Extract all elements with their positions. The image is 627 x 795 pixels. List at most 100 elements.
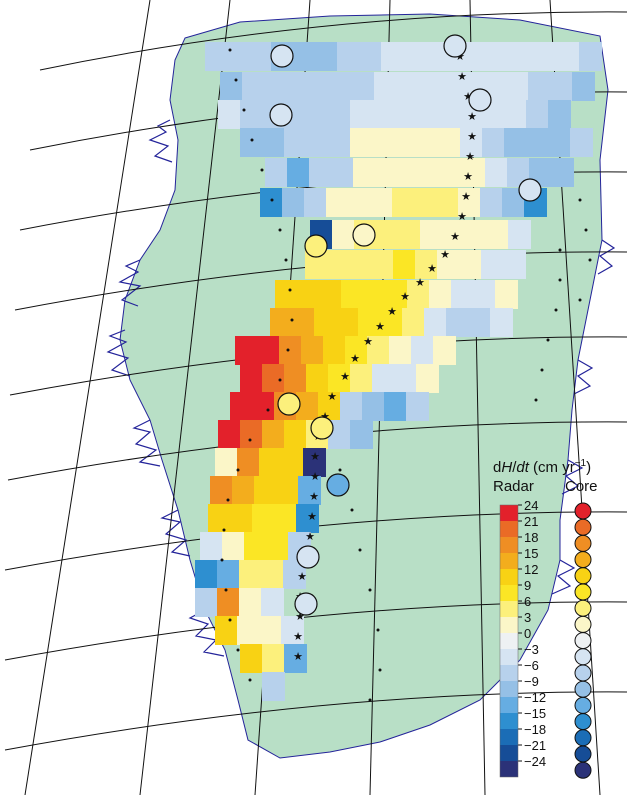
radar-cell	[526, 128, 549, 157]
radar-cell	[232, 476, 255, 505]
legend-core-circle	[574, 551, 592, 569]
track-star: ★	[295, 611, 305, 623]
radar-cell	[259, 616, 282, 645]
track-star: ★	[415, 277, 425, 289]
radar-cell	[240, 644, 263, 673]
core-site	[296, 545, 320, 569]
track-dot	[288, 288, 292, 292]
radar-cell	[326, 188, 349, 217]
track-dot	[358, 548, 362, 552]
radar-cell	[327, 250, 350, 279]
legend-swatch	[500, 601, 518, 617]
radar-cell	[266, 532, 289, 561]
radar-cell	[306, 128, 329, 157]
radar-cell	[579, 42, 602, 71]
track-dot	[222, 528, 226, 532]
radar-cell	[217, 560, 240, 589]
radar-cell	[301, 336, 324, 365]
track-dot	[228, 618, 232, 622]
radar-cell	[230, 504, 253, 533]
legend-tick-label: 0	[524, 626, 532, 641]
radar-cell	[315, 42, 338, 71]
radar-cell	[403, 42, 426, 71]
radar-cell	[350, 100, 373, 129]
track-dot	[248, 678, 252, 682]
legend-core-circle	[574, 680, 592, 698]
radar-cell	[237, 448, 260, 477]
radar-cell	[550, 72, 573, 101]
radar-cell	[480, 188, 503, 217]
radar-cell	[381, 42, 404, 71]
radar-cell	[459, 250, 482, 279]
radar-cells	[195, 42, 602, 701]
legend-tick-label: 15	[524, 546, 539, 561]
track-star: ★	[293, 651, 303, 663]
legend-swatch	[500, 569, 518, 585]
track-dot	[546, 338, 550, 342]
radar-cell	[283, 560, 306, 589]
radar-cell	[486, 220, 509, 249]
legend-swatch	[500, 761, 518, 777]
core-site	[352, 223, 376, 247]
track-dot	[248, 438, 252, 442]
radar-cell	[481, 250, 504, 279]
radar-cell	[227, 42, 250, 71]
radar-cell	[468, 308, 491, 337]
legend-radar-label: Radar	[493, 478, 534, 495]
track-dot	[236, 648, 240, 652]
legend-core-circle	[574, 664, 592, 682]
radar-cell	[252, 504, 275, 533]
radar-cell	[281, 448, 304, 477]
track-dot	[234, 78, 238, 82]
track-dot	[286, 348, 290, 352]
radar-cell	[406, 392, 429, 421]
radar-cell	[485, 158, 508, 187]
core-site	[304, 234, 328, 258]
track-dot	[540, 368, 544, 372]
legend-tick-label: −18	[524, 722, 547, 737]
radar-cell	[328, 128, 351, 157]
radar-cell	[504, 100, 527, 129]
radar-cell	[440, 72, 463, 101]
legend-core-circle	[574, 745, 592, 763]
radar-cell	[548, 100, 571, 129]
radar-cell	[436, 188, 459, 217]
track-star: ★	[297, 571, 307, 583]
legend-tick-label: −21	[524, 738, 547, 753]
radar-cell	[367, 336, 390, 365]
radar-cell	[446, 308, 469, 337]
radar-cell	[458, 188, 481, 217]
radar-cell	[396, 72, 419, 101]
radar-cell	[398, 220, 421, 249]
radar-cell	[424, 308, 447, 337]
track-dot	[578, 198, 582, 202]
radar-cell	[275, 280, 298, 309]
legend-tick-label: −3	[524, 642, 539, 657]
legend-tick-label: 3	[524, 610, 532, 625]
core-site	[294, 592, 318, 616]
radar-cell	[240, 364, 263, 393]
legend-core-circle	[574, 518, 592, 536]
core-site	[468, 88, 492, 112]
radar-cell	[239, 588, 262, 617]
radar-cell	[416, 100, 439, 129]
radar-cell	[270, 308, 293, 337]
radar-cell	[416, 128, 439, 157]
track-dot	[350, 508, 354, 512]
legend-swatch	[500, 585, 518, 601]
radar-cell	[394, 128, 417, 157]
radar-cell	[464, 220, 487, 249]
core-site	[518, 178, 542, 202]
track-dot	[284, 258, 288, 262]
core-site	[269, 103, 293, 127]
legend-core-circles	[574, 502, 592, 779]
track-dot	[260, 168, 264, 172]
radar-cell	[259, 448, 282, 477]
radar-cell	[340, 392, 363, 421]
radar-cell	[297, 280, 320, 309]
radar-cell	[208, 504, 231, 533]
radar-cell	[490, 308, 513, 337]
radar-cell	[220, 72, 243, 101]
radar-cell	[262, 420, 285, 449]
track-dot	[584, 228, 588, 232]
